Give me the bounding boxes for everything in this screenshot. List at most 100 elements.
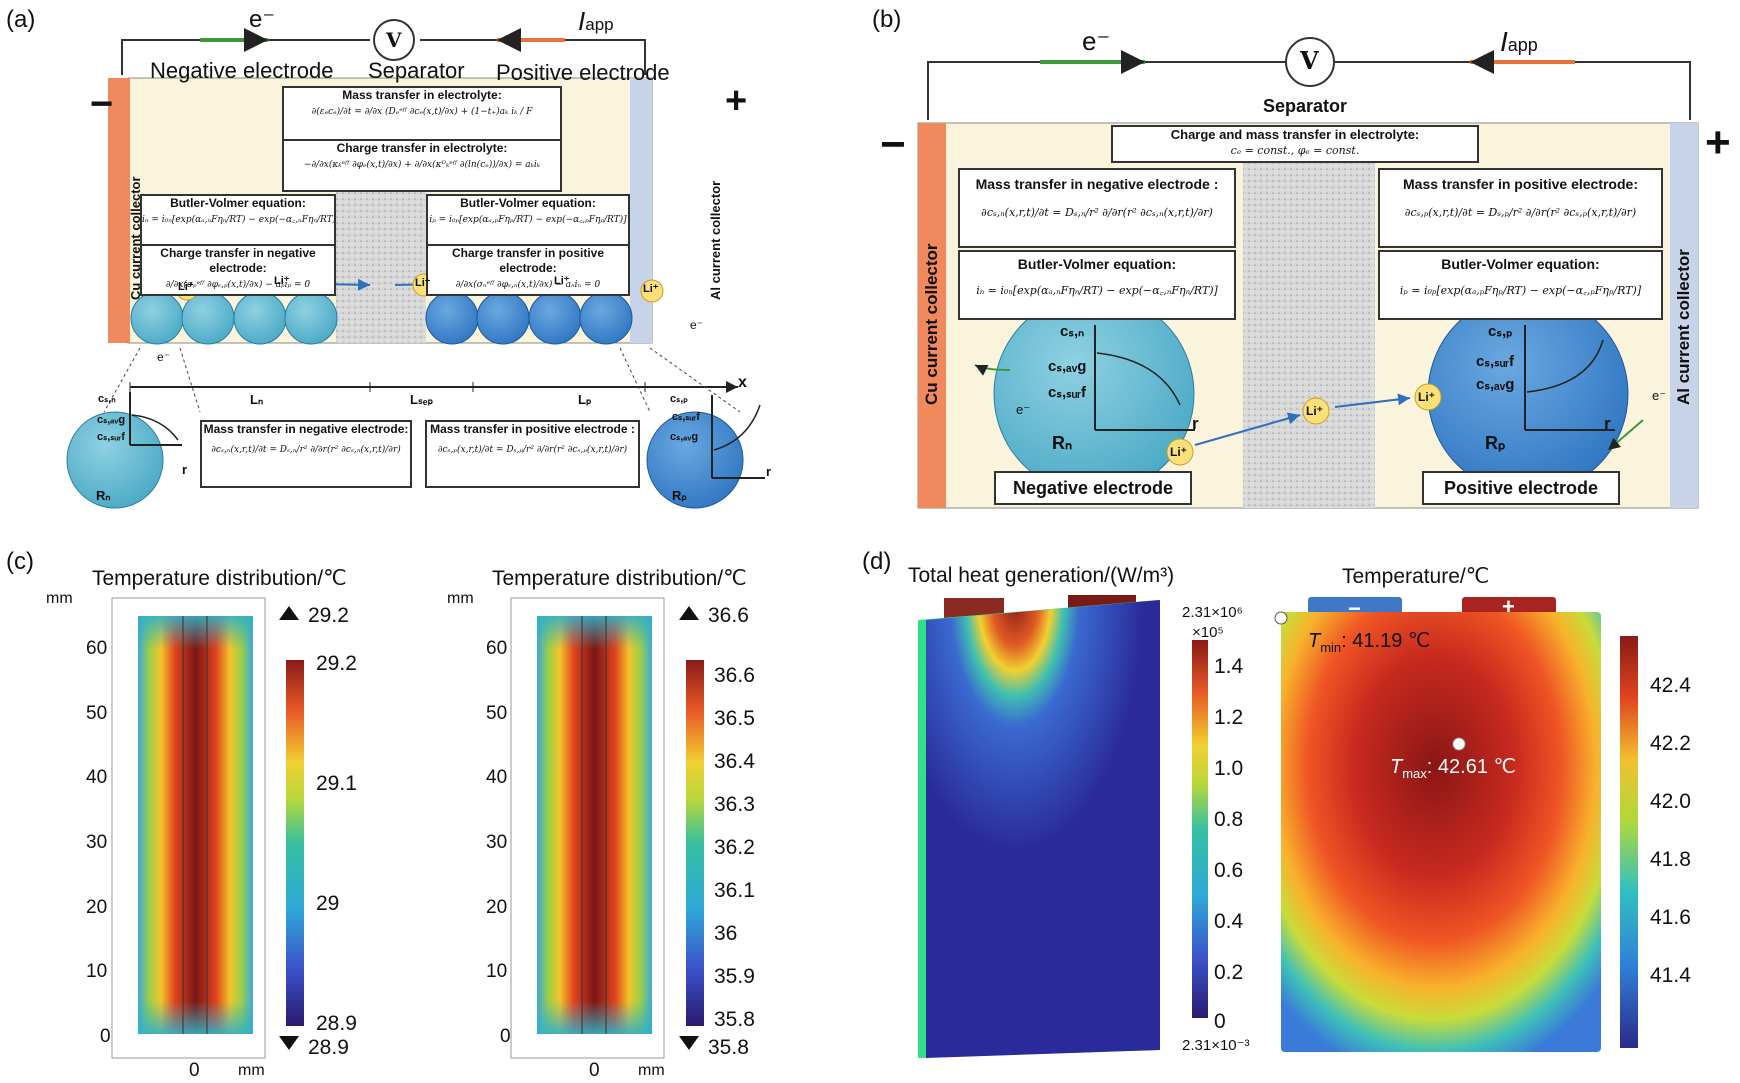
temperature-colorbar-tick: 41.8 (1650, 848, 1691, 871)
colorbar-tick: 35.8 (714, 1008, 755, 1031)
temperature-colorbar-tick: 42.4 (1650, 674, 1691, 697)
colorbar-tick: 36 (714, 922, 738, 945)
heat-generation-title: Total heat generation/(W/m³) (908, 564, 1175, 587)
negative-electrode-name-box: Negative electrode (994, 471, 1192, 505)
cs-avg-label-a-pos: cₛ,ₐᵥg (670, 431, 699, 443)
panel-c-graphics (111, 597, 704, 1059)
heat-colorbar-tick: 1.2 (1214, 706, 1244, 729)
panel-c-label: (c) (6, 548, 34, 575)
plus-terminal-b: + (1705, 118, 1731, 167)
colorbar-tick: 36.2 (714, 836, 755, 859)
panel-b-label: (b) (872, 6, 902, 33)
y-tick: 50 (486, 703, 508, 724)
panel-d-label: (d) (862, 548, 892, 575)
electrolyte-transfer-box-b: Charge and mass transfer in electrolyte:… (1111, 125, 1479, 163)
y-tick: 20 (86, 897, 108, 918)
negative-electrode-label-a: Negative electrode (150, 58, 334, 83)
heat-colorbar-tick: 0.6 (1214, 859, 1244, 882)
csp-label-b: cₛ,ₚ (1488, 323, 1513, 340)
plot-title: Temperature distribution/℃ (92, 567, 347, 590)
x-unit-label: mm (238, 1062, 265, 1079)
y-tick: 60 (486, 638, 508, 659)
rp-label-b: Rₚ (1485, 433, 1506, 453)
cs-surf-label-a-pos: cₛ,ₛᵤᵣf (672, 411, 700, 423)
heat-colorbar-tick: 1.4 (1214, 655, 1244, 678)
lsep-label: Lₛₑₚ (410, 392, 434, 407)
li-ion-label: Li⁺ (1170, 445, 1187, 459)
li-ion-label: Li⁺ (1418, 390, 1435, 404)
r-axis-label-a-pos: r (766, 464, 772, 479)
electron-label-a: e⁻ (249, 6, 276, 33)
heat-colorbar-tick: 0.8 (1214, 808, 1244, 831)
y-tick: 10 (86, 961, 108, 982)
heat-colorbar-max: 2.31×10⁶ (1182, 604, 1243, 621)
electron-label-b: e⁻ (1082, 26, 1111, 56)
x-tick: 0 (589, 1060, 600, 1081)
min-marker-value: 35.8 (708, 1036, 749, 1059)
li-ion-label: Li⁺ (415, 277, 431, 289)
cs-surf-label-a: cₛ,ₛᵤᵣf (97, 431, 125, 443)
colorbar-tick: 29.1 (316, 772, 357, 795)
voltmeter-a: V (386, 28, 402, 52)
y-tick: 60 (86, 638, 108, 659)
negative-tab-sign: − (1348, 596, 1361, 621)
heat-colorbar-tick: 0.4 (1214, 910, 1244, 933)
colorbar-tick: 29.2 (316, 652, 357, 675)
minus-terminal-a: − (90, 82, 114, 126)
temperature-colorbar-tick: 42.2 (1650, 732, 1691, 755)
heat-colorbar-tick: 0 (1214, 1010, 1226, 1033)
heat-colorbar-min: 2.31×10⁻³ (1182, 1037, 1250, 1054)
y-tick: 0 (500, 1026, 511, 1047)
csp-label-a: cₛ,ₚ (670, 393, 688, 405)
r-axis-label-b: r (1192, 414, 1199, 433)
lp-label: Lₚ (578, 392, 592, 407)
li-ion-label: Li⁺ (274, 275, 290, 287)
temperature-colorbar-tick: 41.4 (1650, 964, 1691, 987)
plot-title: Temperature distribution/℃ (492, 567, 747, 590)
mass-transfer-electrolyte-box: Mass transfer in electrolyte: ∂(εₑcₑ)/∂t… (282, 86, 562, 141)
cs-surf-label-b: cₛ,ₛᵤᵣf (1048, 384, 1086, 401)
voltmeter-b: V (1300, 46, 1319, 75)
cu-collector-label-b: Cu current collector (922, 243, 941, 405)
y-tick: 30 (86, 832, 108, 853)
min-marker-value: 28.9 (308, 1036, 349, 1059)
li-ion-label: Li⁺ (643, 283, 659, 295)
electron-label: e⁻ (690, 318, 704, 332)
tmax-annotation: Tmax: 42.61 ℃ (1390, 756, 1516, 781)
panel-a-label: (a) (6, 6, 36, 33)
colorbar-tick: 29 (316, 892, 340, 915)
butler-volmer-pos-box-a: Butler-Volmer equation: iₚ = i₀ₚ[exp(αₐ,… (426, 194, 630, 246)
y-unit-label: mm (46, 590, 73, 607)
al-collector-label-a: Al current collector (708, 180, 723, 300)
heat-colorbar-tick: 0.2 (1214, 961, 1244, 984)
ln-label: Lₙ (250, 392, 264, 407)
cs-surf-label-b-pos: cₛ,ₛᵤᵣf (1476, 353, 1514, 370)
butler-volmer-neg-box-a: Butler-Volmer equation: iₙ = i₀ₙ[exp(αₐ,… (140, 194, 336, 246)
r-axis-label-b-pos: r (1604, 414, 1611, 433)
positive-tab-sign: + (1502, 594, 1515, 619)
charge-transfer-neg-box: Charge transfer in negative electrode: ∂… (140, 244, 336, 296)
li-ion-label: Li⁺ (178, 281, 194, 293)
x-unit-label: mm (638, 1062, 665, 1079)
positive-electrode-label-a: Positive electrode (496, 60, 670, 85)
csn-label-b: cₛ,ₙ (1060, 323, 1085, 340)
r-axis-label-a: r (182, 462, 188, 477)
temperature-colorbar-tick: 42.0 (1650, 790, 1691, 813)
al-collector-label-b: Al current collector (1674, 249, 1693, 405)
colorbar-tick: 35.9 (714, 965, 755, 988)
positive-electrode-name-box: Positive electrode (1422, 471, 1620, 505)
mass-transfer-pos-box-a: Mass transfer in positive electrode : ∂c… (425, 420, 640, 488)
mass-transfer-pos-box-b: Mass transfer in positive electrode: ∂cₛ… (1378, 168, 1663, 248)
max-marker-value: 29.2 (308, 604, 349, 627)
temperature-colorbar-tick: 41.6 (1650, 906, 1691, 929)
y-tick: 50 (86, 703, 108, 724)
iapp-label-a: Iapp (578, 6, 614, 36)
y-tick: 40 (86, 767, 108, 788)
x-axis-label-a: x (738, 374, 747, 391)
colorbar-tick: 28.9 (316, 1012, 357, 1035)
minus-terminal-b: − (880, 120, 906, 169)
plus-terminal-a: + (725, 80, 748, 122)
y-tick: 0 (100, 1026, 111, 1047)
charge-transfer-pos-box: Charge transfer in positive electrode: ∂… (426, 244, 630, 296)
colorbar-tick: 36.1 (714, 879, 755, 902)
